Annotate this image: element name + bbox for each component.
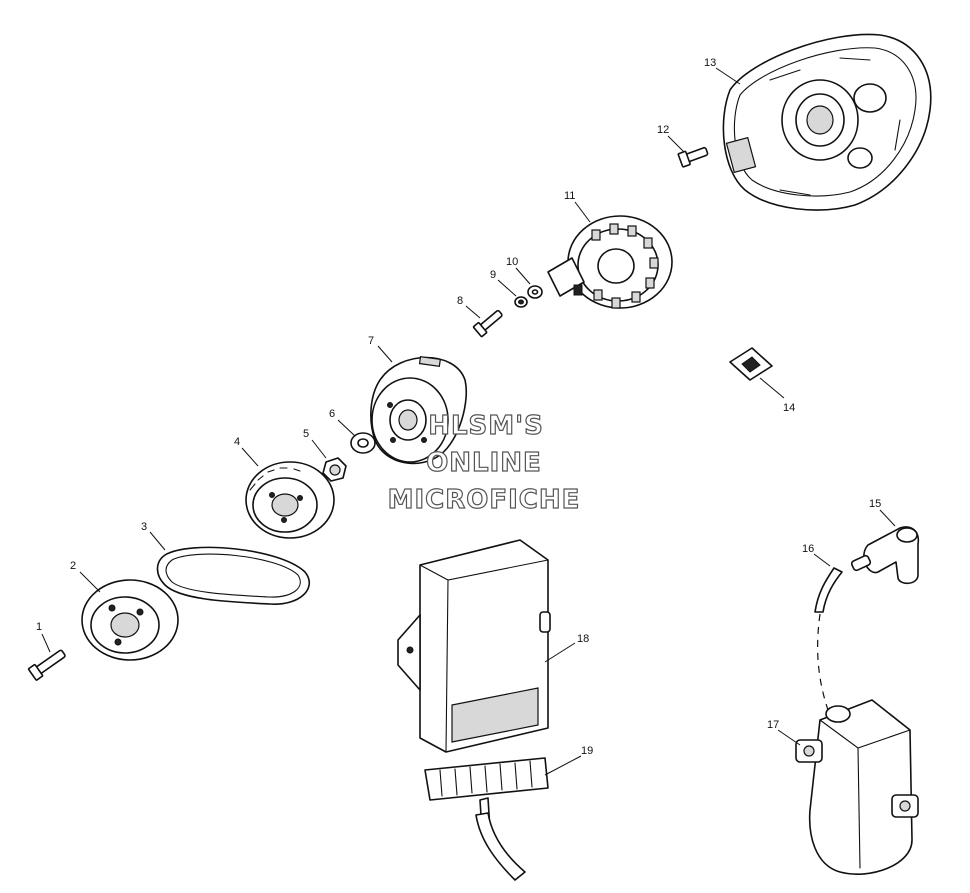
watermark-line-2: ONLINE: [426, 448, 542, 478]
part-15-plug-cap: [850, 526, 920, 585]
part-14-clip: [729, 347, 773, 381]
callout-16: 16: [802, 543, 814, 555]
callout-10: 10: [506, 256, 518, 268]
callout-14: 14: [783, 402, 795, 414]
callout-1: 1: [36, 621, 42, 633]
callout-19: 19: [581, 745, 593, 757]
part-18-cdi-box: [397, 539, 551, 753]
part-10-washer: [527, 285, 543, 299]
callout-8: 8: [457, 295, 463, 307]
callout-7: 7: [368, 335, 374, 347]
part-7-flywheel: [370, 355, 468, 465]
part-6-washer: [350, 432, 376, 454]
part-11-stator: [547, 215, 673, 309]
callout-5: 5: [303, 428, 309, 440]
part-3-belt: [156, 546, 311, 605]
part-19-connector: [424, 757, 549, 881]
part-8-screw: [472, 309, 503, 338]
callout-6: 6: [329, 408, 335, 420]
part-17-ignition-coil: [795, 699, 919, 875]
watermark: HLSM'S ONLINE MICROFICHE: [387, 410, 581, 515]
watermark-line-1: HLSM'S: [428, 411, 544, 441]
callout-12: 12: [657, 124, 669, 136]
callout-2: 2: [70, 560, 76, 572]
part-16-ht-lead: [814, 567, 843, 711]
callout-13: 13: [704, 57, 716, 69]
callout-11: 11: [564, 190, 575, 202]
part-12-bolt: [677, 146, 709, 168]
callout-9: 9: [490, 269, 496, 281]
part-13-housing: [722, 33, 932, 211]
callout-4: 4: [234, 436, 240, 448]
callout-3: 3: [141, 521, 147, 533]
callout-17: 17: [767, 719, 779, 731]
watermark-line-3: MICROFICHE: [388, 485, 581, 515]
callout-15: 15: [869, 498, 881, 510]
leader-lines: [41, 67, 896, 776]
callout-18: 18: [577, 633, 589, 645]
part-5-nut: [322, 457, 347, 482]
callout-labels: 1 2 3 4 5 6 7 8 9 10 11 12 13 14 15 16 1…: [36, 57, 881, 757]
part-2-pulley-half: [81, 579, 179, 661]
part-1-bolt: [27, 649, 66, 681]
part-4-gear-pulley: [245, 461, 335, 539]
part-9-lock-washer: [514, 296, 528, 308]
